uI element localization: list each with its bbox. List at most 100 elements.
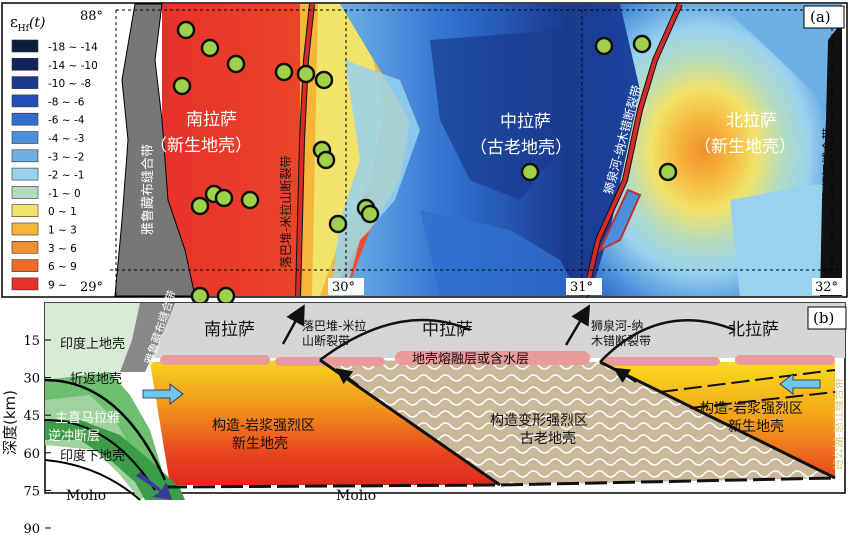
sample-point (200, 38, 220, 58)
legend-swatch (11, 149, 39, 163)
central-title: 中拉萨 (500, 112, 551, 132)
legend-swatch (11, 167, 39, 181)
panel-b: 雅鲁藏布缝合带 印度上地壳 南拉萨 中拉萨 北拉萨 落巴堆-米拉 山断裂带 狮泉… (1, 288, 847, 535)
lon-30-label: 30° (332, 280, 355, 295)
legend-label: -8 ~ -6 (48, 96, 85, 108)
fault-1-label: 落巴堆-米拉山断裂带 (278, 156, 293, 268)
legend-swatch (11, 204, 39, 217)
legend-label: -6 ~ -4 (48, 115, 85, 127)
legend-swatch (11, 94, 39, 108)
sample-point (240, 190, 260, 210)
sample-point (658, 162, 678, 182)
depth-tick-label: 75 (23, 484, 40, 499)
depth-tick-label: 60 (23, 447, 40, 462)
panel-a: εHf(t) -18 ~ -14 -14 ~ -10 -10 ~ -8 -8 ~ -6… (1, 2, 848, 306)
legend-label: -1 ~ 0 (48, 188, 81, 200)
south-sub: （新生地壳） (150, 136, 252, 156)
legend-label: -18 ~ -14 (48, 42, 98, 54)
return-crust-label: 折返地壳 (70, 372, 122, 387)
sample-point (176, 20, 196, 40)
svg-text:狮泉河-纳: 狮泉河-纳 (591, 319, 643, 333)
depth-axis-label: 深度(km) (1, 390, 19, 455)
legend-swatch (11, 241, 39, 254)
legend-swatch (11, 259, 39, 272)
legend-swatch (11, 76, 39, 89)
sample-point (190, 196, 210, 216)
legend-label: 1 ~ 3 (48, 225, 77, 237)
central-sub: （古老地壳） (470, 138, 572, 158)
depth-tick-label: 30 (23, 372, 40, 387)
sample-point (632, 34, 652, 54)
thrust-label: 逆冲断层 (48, 428, 100, 444)
moho-mid-label: Moho (336, 488, 376, 504)
legend-label: -10 ~ -8 (48, 78, 91, 90)
north-zone-sub: 新生地壳 (728, 418, 784, 435)
legend-title: εHf(t) (10, 13, 46, 34)
legend-swatch (11, 39, 39, 53)
north-zone-label: 构造-岩浆强烈区 (700, 401, 803, 417)
lat-88-label: 88° (80, 9, 103, 24)
lon-29-label: 29° (80, 280, 103, 295)
sample-points (172, 20, 678, 306)
legend-swatch (11, 57, 39, 71)
depth-axis: 15 30 45 60 75 90 (23, 334, 51, 535)
sample-point (190, 286, 210, 306)
mht-label: 主喜马拉雅 (55, 411, 120, 426)
legend-swatch (11, 186, 39, 199)
legend-swatch (11, 222, 39, 236)
legend-swatch (11, 131, 39, 144)
panel-b-central-title: 中拉萨 (422, 320, 473, 340)
panel-b-north-title: 北拉萨 (728, 320, 779, 340)
depth-tick-label: 45 (23, 409, 40, 424)
sample-point (216, 286, 236, 306)
south-title: 南拉萨 (186, 110, 237, 130)
sample-point (328, 214, 348, 234)
sample-point (314, 70, 334, 90)
panel-a-label: (a) (810, 8, 831, 26)
lon-32-label: 32° (815, 280, 838, 295)
legend-label: 6 ~ 9 (48, 261, 77, 273)
sample-point (226, 54, 246, 74)
legend-label: -4 ~ -3 (48, 133, 84, 145)
legend-label: 3 ~ 6 (48, 243, 77, 255)
sample-point (274, 62, 294, 82)
panel-b-label: (b) (813, 309, 834, 327)
sample-point (594, 36, 614, 56)
melt-layer-label: 地壳熔融层或含水层 (412, 351, 529, 367)
legend-label: -3 ~ -2 (48, 151, 84, 163)
legend-label: -2 ~ -1 (48, 170, 84, 182)
south-zone-label: 构造-岩浆强烈区 (212, 418, 315, 434)
legend: -18 ~ -14 -14 ~ -10 -10 ~ -8 -8 ~ -6 -6 ~ -4… (11, 39, 98, 291)
svg-text:落巴堆-米拉: 落巴堆-米拉 (302, 318, 366, 333)
sample-point (520, 162, 540, 182)
depth-tick-label: 15 (23, 334, 40, 349)
sample-point (316, 150, 336, 170)
svg-text:山断裂带: 山断裂带 (302, 333, 350, 348)
sample-point (360, 204, 380, 224)
suture-right-label: 班公湖-怒江缝合带 (820, 128, 835, 228)
upper-crust-label: 印度上地壳 (60, 336, 125, 352)
sample-point (214, 188, 234, 208)
legend-label: -14 ~ -10 (48, 60, 98, 72)
svg-text:木错断裂带: 木错断裂带 (591, 333, 651, 348)
panel-b-fault-2-label: 狮泉河-纳 木错断裂带 (591, 319, 651, 348)
suture-left-label: 雅鲁藏布缝合带 (141, 144, 156, 235)
depth-tick-label: 90 (23, 522, 40, 535)
south-zone-sub: 新生地壳 (232, 435, 288, 452)
right-suture-label: 班公湖-怒江缝合带 (831, 378, 845, 470)
legend-label: 0 ~ 1 (48, 206, 77, 218)
sample-point (296, 64, 316, 84)
lower-crust-label: 印度下地壳 (60, 448, 125, 464)
sample-point (172, 76, 192, 96)
moho-left-label: Moho (66, 488, 106, 504)
north-title: 北拉萨 (726, 111, 777, 131)
central-zone-label: 构造变形强烈区 (490, 413, 588, 429)
central-zone-sub: 古老地壳 (520, 430, 576, 447)
legend-swatch (11, 112, 39, 126)
panel-b-south-title: 南拉萨 (204, 320, 255, 340)
panel-b-fault-1-label: 落巴堆-米拉 山断裂带 (302, 318, 366, 348)
north-sub: （新生地壳） (694, 137, 796, 157)
lon-31-label: 31° (570, 280, 593, 295)
legend-swatch (11, 277, 39, 291)
